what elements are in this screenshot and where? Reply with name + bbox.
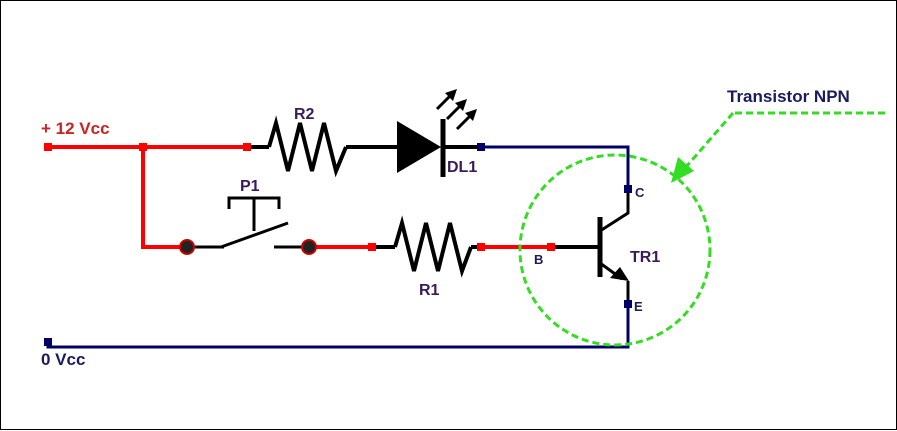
label-tr1: TR1 — [630, 249, 660, 266]
label-r2: R2 — [294, 106, 315, 123]
led-triangle — [397, 121, 441, 173]
collector-lead — [599, 191, 630, 233]
label-dl1: DL1 — [447, 159, 477, 176]
label-base: B — [534, 252, 543, 267]
switch-contact-left — [179, 239, 195, 255]
switch-lever — [220, 221, 289, 249]
emitter-arrow — [610, 267, 629, 281]
transistor-tr1 — [551, 191, 630, 303]
label-callout: Transistor NPN — [727, 87, 850, 106]
transistor-highlight-circle — [518, 153, 712, 347]
resistor-r1 — [393, 215, 473, 278]
label-emitter: E — [634, 299, 643, 314]
led-dl1 — [397, 89, 477, 177]
wire-led-to-collector — [481, 145, 630, 189]
resistor-r2 — [267, 115, 348, 178]
label-r1: R1 — [419, 282, 440, 299]
switch-contact-right — [301, 239, 317, 255]
label-collector: C — [635, 185, 645, 200]
label-vcc-plus: + 12 Vcc — [41, 119, 110, 138]
callout-arrowhead — [671, 157, 694, 183]
positive-rail — [46, 145, 553, 249]
junction-dots-red — [44, 143, 555, 251]
label-vcc-zero: 0 Vcc — [41, 350, 85, 369]
button-cap — [227, 196, 281, 209]
pushbutton-p1 — [179, 196, 317, 255]
callout-leader — [684, 112, 735, 168]
label-p1: P1 — [240, 178, 260, 195]
junction-dots-navy — [44, 143, 632, 346]
